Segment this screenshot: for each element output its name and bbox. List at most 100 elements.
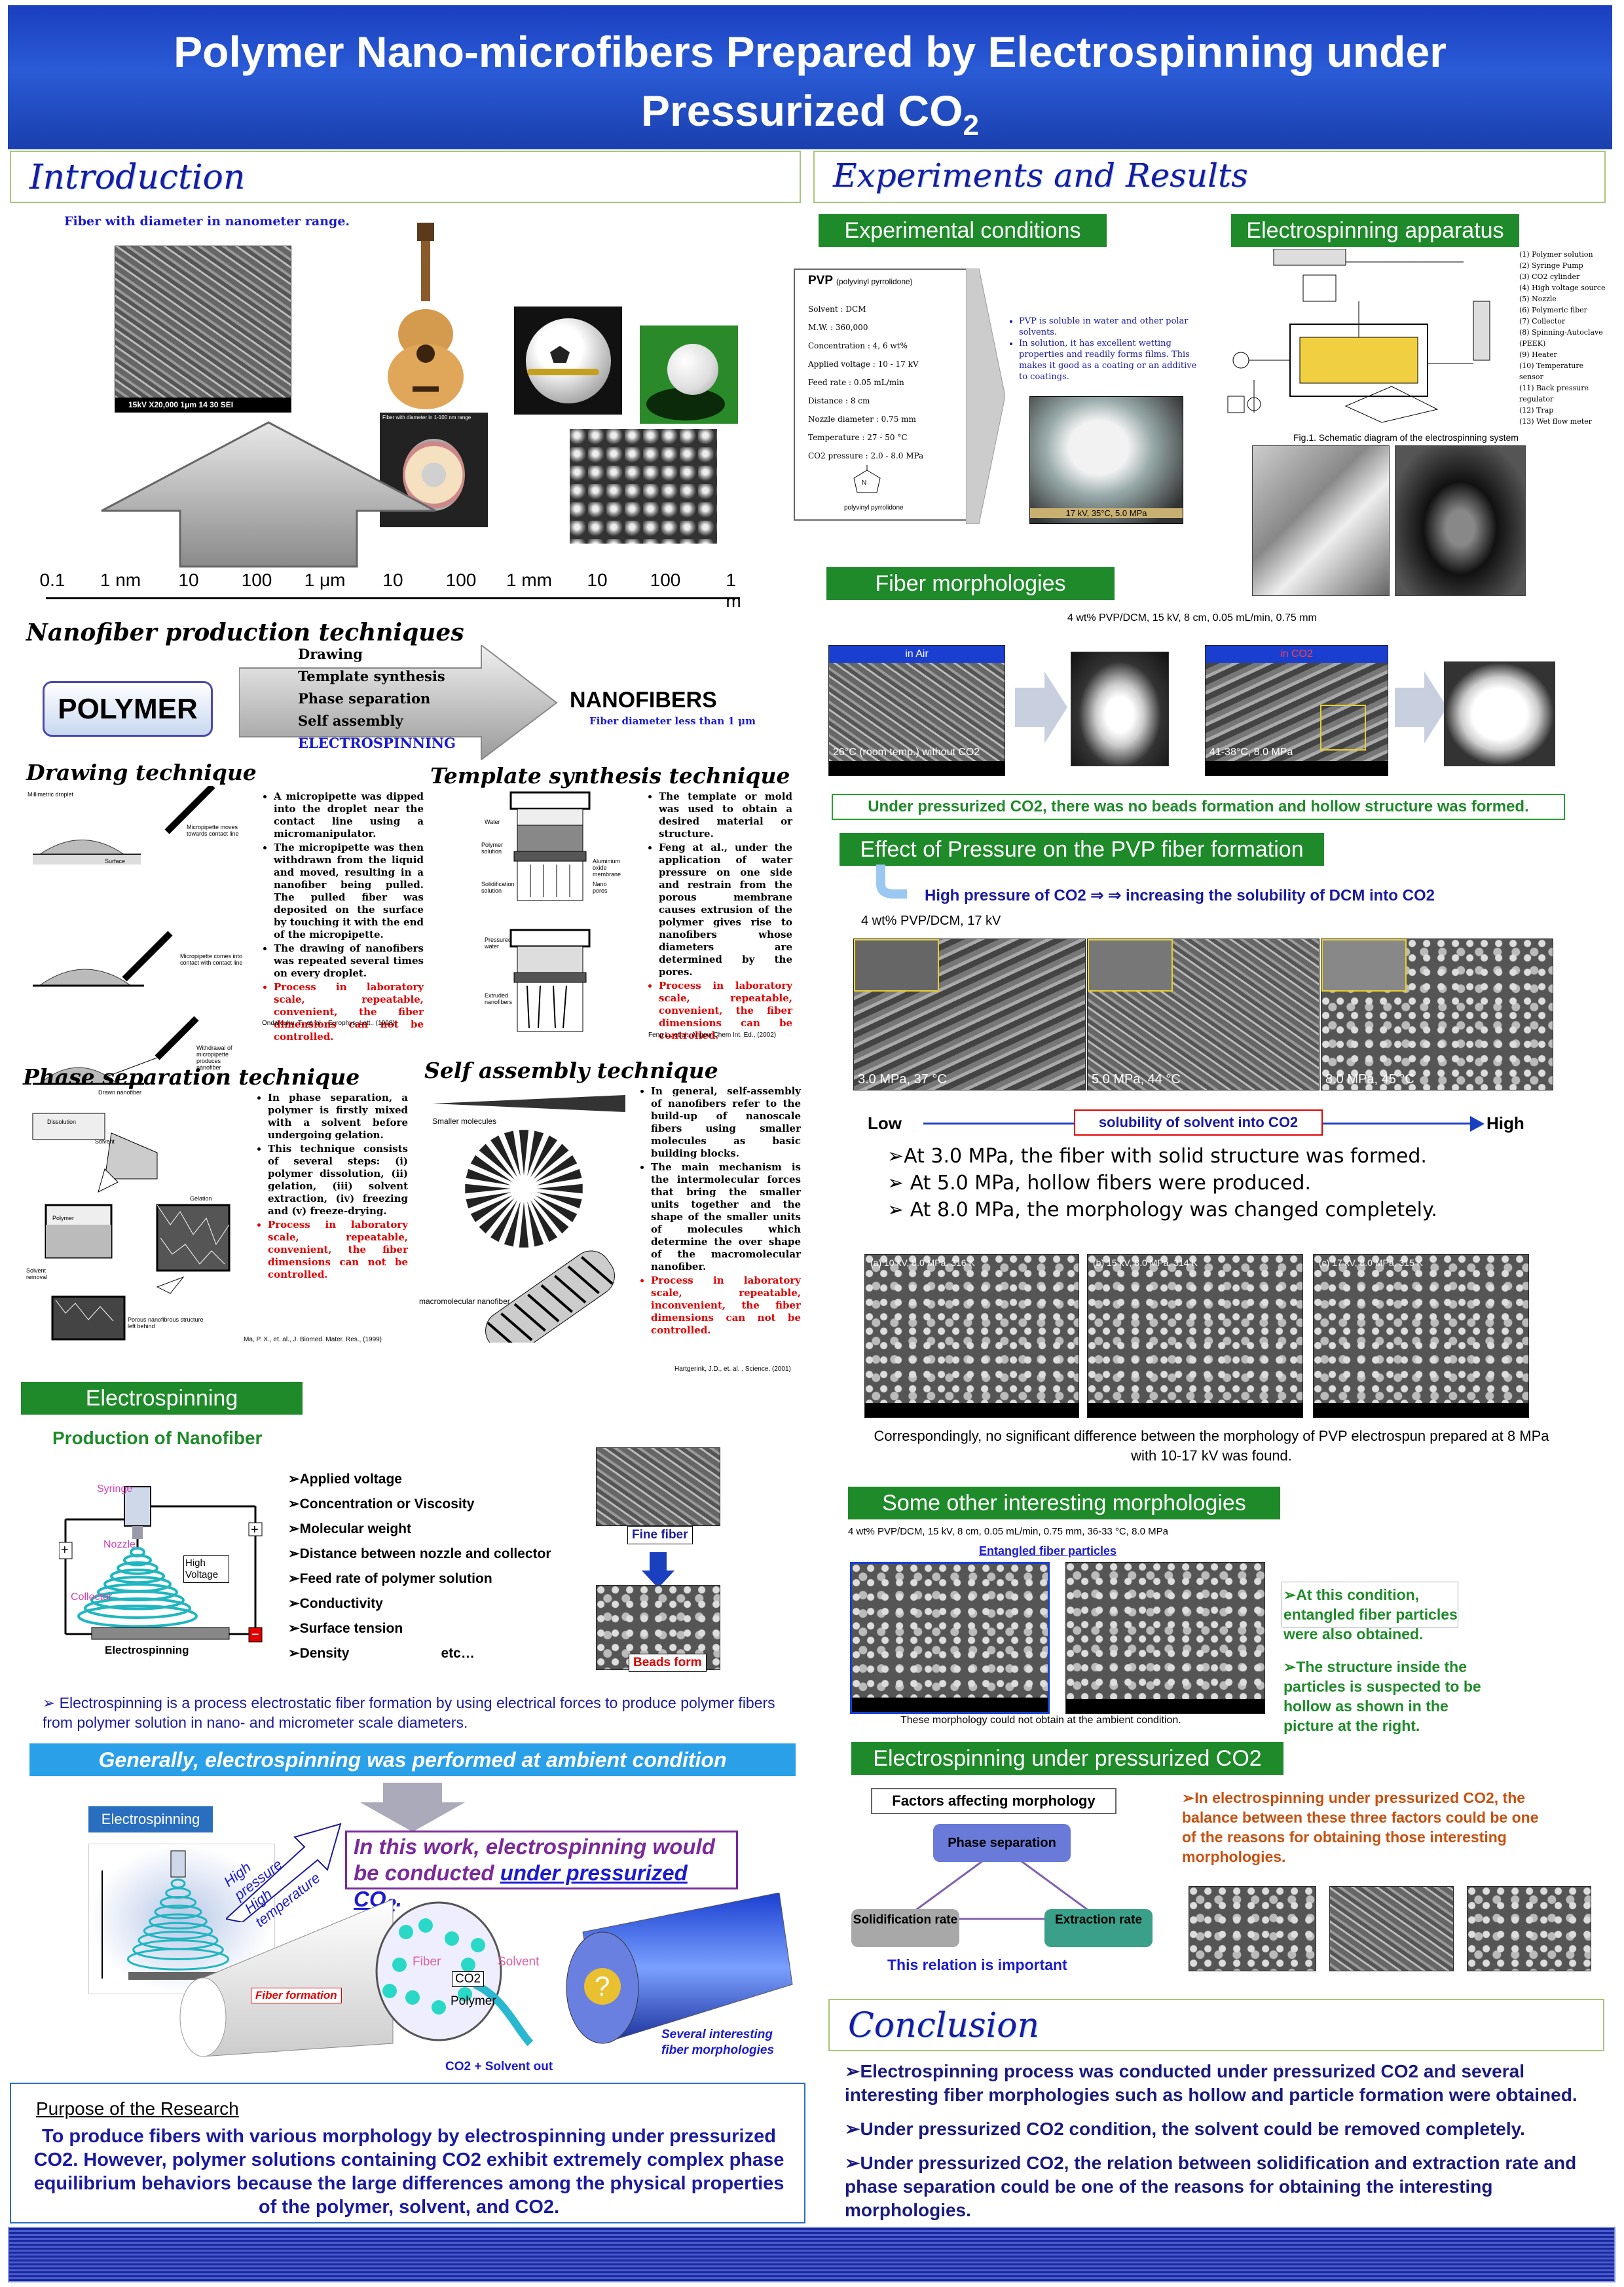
underco2-bar: Electrospinning under pressurized CO2	[851, 1742, 1283, 1775]
finding: ➢ At 8.0 MPa, the morphology was changed…	[887, 1199, 1437, 1221]
condition-item: M.W. : 360,000	[808, 323, 868, 332]
conclusion-heading: Conclusion	[848, 2006, 1039, 2045]
fig2-co2-out-label: CO2 + Solvent out	[445, 2060, 553, 2073]
legend-item: (12) Trap	[1519, 406, 1554, 415]
electrospinning-bar: Electrospinning	[21, 1382, 303, 1415]
fiber-note: Fiber with diameter in nanometer range.	[64, 214, 350, 229]
selfassembly-figure	[432, 1095, 625, 1343]
drawing-label-contact: Micropipette comes into contact with con…	[180, 953, 243, 966]
svg-text:?: ?	[595, 1971, 610, 2001]
pvp-notes: PVP is soluble in water and other polar …	[1008, 316, 1202, 382]
template-figure	[509, 791, 591, 1032]
scale-up-arrow-icon	[101, 421, 436, 568]
pressure-arrow-icon	[226, 1823, 342, 1922]
nanofibers-label: NANOFIBERS	[570, 688, 717, 713]
template-label-pores: Nano pores	[593, 881, 608, 894]
beads-form-label: Beads form	[629, 1654, 707, 1672]
other-conditions: 4 wt% PVP/DCM, 15 kV, 8 cm, 0.05 mL/min,…	[848, 1526, 1168, 1537]
guitar-image	[388, 223, 464, 409]
technique-electrospinning: ELECTROSPINNING	[298, 735, 456, 751]
es-param: ➢Feed rate of polymer solution	[288, 1571, 492, 1586]
es-param: ➢Molecular weight	[288, 1521, 411, 1536]
conclusion-heading-box: Conclusion	[828, 1999, 1604, 2051]
morph-result: Under pressurized CO2, there was no bead…	[832, 794, 1565, 820]
fig2-polymer-label: Polymer	[451, 1994, 496, 2008]
technique-list: Drawing Template synthesis Phase separat…	[298, 643, 456, 754]
extract-node: Extraction rate	[1044, 1909, 1153, 1947]
scale-tick-label: 100	[241, 570, 272, 590]
scale-tick-label: 10	[587, 570, 608, 590]
svg-text:+: +	[251, 1523, 259, 1537]
es-small-figure	[88, 1844, 275, 1994]
underco2-note: ➢In electrospinning under pressurized CO…	[1182, 1789, 1539, 1865]
factors-box: Factors affecting morphology	[871, 1788, 1116, 1814]
phase-label-porous: Porous nanofibrous structure left behind	[128, 1316, 204, 1329]
template-label-extruded: Extruded nanofibers	[485, 992, 513, 1005]
production-heading: Nanofiber production techniques	[26, 619, 464, 646]
selfassembly-text: In general, self-assembly of nanofibers …	[634, 1085, 801, 1338]
scale-tick-label: 1 μm	[304, 570, 346, 590]
phase-red-note: Process in laboratory scale, repeatable,…	[268, 1219, 408, 1281]
morph-thumb-1	[1189, 1886, 1316, 1971]
other-bar: Some other interesting morphologies	[848, 1487, 1280, 1519]
scale-tick-label: 1 m	[726, 570, 741, 611]
es-label-syringe: Syringe	[97, 1483, 133, 1495]
template-label-pressured: Pressured water	[485, 937, 512, 950]
sem-entangled-1	[850, 1562, 1050, 1714]
conditions-bar: Experimental conditions	[819, 214, 1107, 247]
drawing-label-withdraw: Withdrawal of micropipette produces nano…	[196, 1045, 232, 1071]
fig2-fiber-label: Fiber	[413, 1955, 441, 1969]
solid-node: Solidification rate	[851, 1909, 959, 1947]
purpose-box: Purpose of the Research To produce fiber…	[10, 2083, 805, 2223]
kv-note: Correspondingly, no significant differen…	[874, 1428, 1549, 1464]
high-label: High	[1486, 1113, 1524, 1133]
phase-label-gelation: Gelation	[190, 1195, 212, 1202]
selfassembly-red-note: Process in laboratory scale, repeatable,…	[651, 1274, 801, 1337]
technique-self: Self assembly	[298, 713, 403, 729]
es-param: ➢Applied voltage	[288, 1472, 402, 1487]
other-note: ➢At this condition, entangled fiber part…	[1283, 1586, 1458, 1643]
drawing-bullet: A micropipette was dipped into the dropl…	[274, 790, 424, 840]
sem-in-co2: in CO2 41-38°C, 8.0 MPa	[1205, 645, 1388, 776]
conclusion-item: ➢Under pressurized CO2, the relation bet…	[845, 2153, 1577, 2220]
fiber-tube-figure: ?	[179, 1893, 793, 2057]
phase-bullet: In phase separation, a polymer is firstl…	[268, 1092, 408, 1142]
conclusion-items: ➢Electrospinning process was conducted u…	[845, 2060, 1617, 2233]
polymer-box: POLYMER	[43, 681, 213, 737]
pressure-bar: Effect of Pressure on the PVP fiber form…	[840, 833, 1324, 866]
factors-triangle	[900, 1846, 1103, 1920]
finding: ➢At 3.0 MPa, the fiber with solid struct…	[887, 1145, 1427, 1168]
condition-item: CO2 pressure : 2.0 - 8.0 MPa	[808, 451, 924, 460]
legend-item: (4) High voltage source	[1519, 284, 1606, 292]
electrospinning-figure: + + −	[59, 1486, 263, 1643]
condition-item: Applied voltage : 10 - 17 kV	[808, 360, 919, 369]
selfassembly-bullet: The main mechanism is the intermolecular…	[651, 1161, 801, 1273]
poster-title-line1: Polymer Nano-microfibers Prepared by Ele…	[174, 28, 1447, 76]
apparatus-legend: (1) Polymer solution(2) Syringe Pump(3) …	[1519, 249, 1608, 427]
right-arrow-icon-2	[1395, 671, 1447, 743]
legend-item: (8) Spinning-Autoclave (PEEK)	[1519, 328, 1603, 348]
template-label-water: Water	[485, 819, 500, 825]
scale-tick-label: 10	[178, 570, 199, 590]
other-notes: ➢At this condition, entangled fiber part…	[1283, 1585, 1486, 1736]
pvp-conditions-box: PVP (polyvinyl pyrrolidone) Solvent : DC…	[794, 269, 967, 521]
fine-fiber-image	[596, 1447, 720, 1526]
morph-bar: Fiber morphologies	[826, 567, 1115, 600]
phase-label-polymer: Polymer	[52, 1215, 75, 1221]
experiments-heading-box: Experiments and Results	[813, 151, 1606, 203]
drawing-ref: Ondarcuhu, T., et. al. , Europhys. Lett.…	[262, 1020, 395, 1027]
conclusion-item: ➢Under pressurized CO2 condition, the so…	[845, 2119, 1525, 2139]
legend-item: (13) Wet flow meter	[1519, 417, 1592, 426]
phase-ref: Ma, P. X., et. al., J. Biomed. Mater. Re…	[244, 1336, 382, 1343]
svg-text:N: N	[862, 479, 866, 487]
pressure-arrow-text: High pressure of CO2 ⇒ ⇒ increasing the …	[925, 887, 1435, 904]
pvp-note: PVP is soluble in water and other polar …	[1019, 316, 1202, 338]
golf-ball-image	[640, 325, 738, 424]
sem-3mpa: 3.0 MPa, 37 °C	[853, 939, 1086, 1090]
condition-item: Distance : 8 cm	[808, 396, 870, 405]
legend-item: (7) Collector	[1519, 317, 1566, 325]
sem-10kv: (a) 10 kV, 8.0 MPa, 316 K	[864, 1254, 1079, 1418]
fine-fiber-label: Fine fiber	[627, 1526, 693, 1544]
phase-node: Phase separation	[933, 1824, 1071, 1862]
es-label-electrospinning: Electrospinning	[105, 1644, 189, 1656]
